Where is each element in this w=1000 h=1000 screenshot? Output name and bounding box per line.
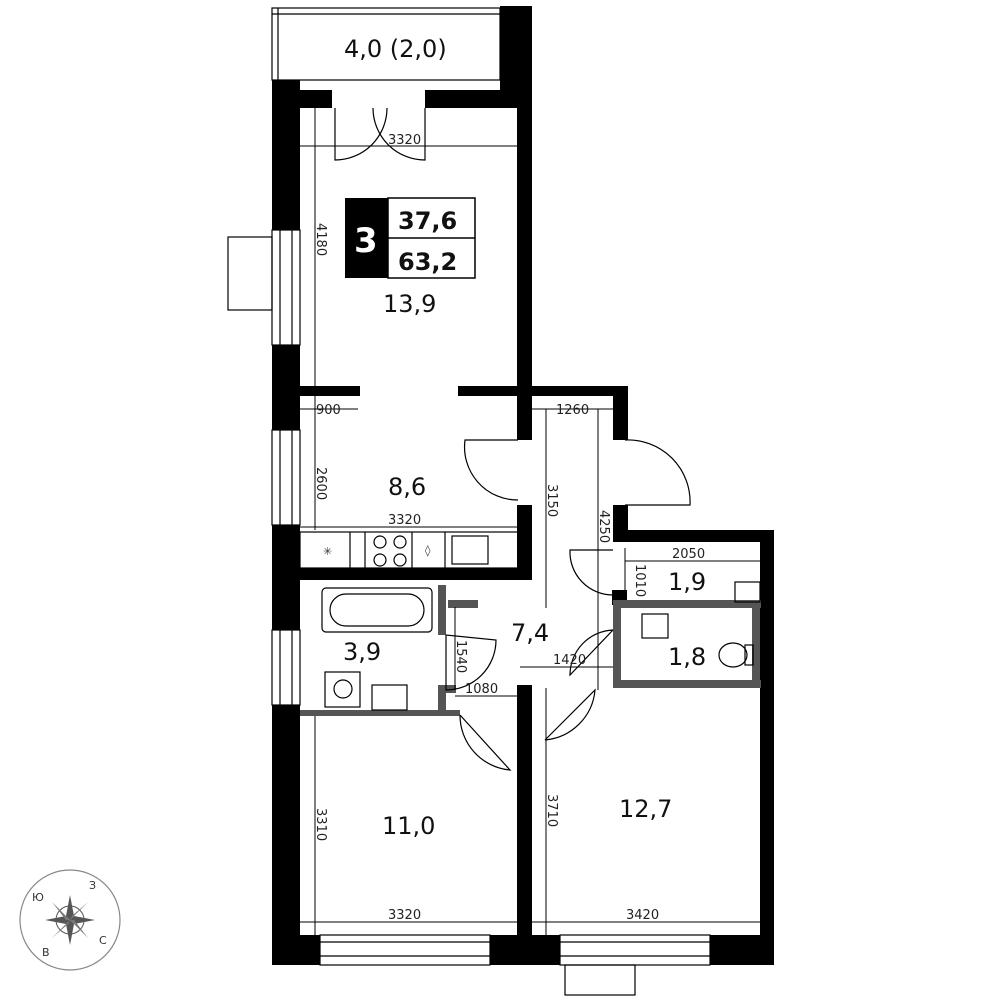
compass-west: В (42, 946, 50, 959)
doors (334, 107, 691, 771)
area-bedroom-left: 11,0 (382, 812, 435, 840)
area-bathroom: 3,9 (343, 638, 381, 666)
dim-kitchen-width: 3320 (388, 513, 421, 528)
area-closet: 1,9 (668, 568, 706, 596)
kitchen-counter: ✳ ◊ (299, 531, 519, 569)
dim-hall-length: 3150 (544, 484, 559, 517)
dim-kitchen-door-offset: 900 (316, 403, 341, 418)
dim-bath-height: 1540 (453, 640, 468, 673)
windows (227, 229, 711, 996)
balcony (271, 6, 532, 106)
dim-closet-height: 1010 (632, 564, 647, 597)
badge-living-area: 37,6 (398, 207, 457, 235)
svg-text:✳: ✳ (323, 545, 332, 558)
compass-north: Ю (32, 891, 44, 904)
bathroom-fixtures (321, 587, 754, 711)
area-kitchen: 8,6 (388, 473, 426, 501)
dim-bath-door-width: 1080 (465, 682, 498, 697)
dimension-lines (300, 108, 760, 935)
badge-room-count: 3 (354, 221, 378, 261)
partition-walls (300, 581, 761, 716)
dim-bedroom-left-height: 3310 (313, 808, 328, 841)
apartment-badge: 3 37,6 63,2 (345, 197, 476, 279)
svg-text:◊: ◊ (425, 544, 431, 557)
dim-closet-width: 2050 (672, 547, 705, 562)
dim-corridor-length: 4250 (596, 510, 611, 543)
area-balcony: 4,0 (2,0) (344, 35, 447, 63)
dim-kitchen-height: 2600 (313, 467, 328, 500)
area-living: 13,9 (383, 290, 436, 318)
dim-living-width: 3320 (388, 133, 421, 148)
compass-east: З (89, 879, 96, 892)
exterior-walls (272, 80, 774, 965)
area-bedroom-right: 12,7 (619, 795, 672, 823)
compass-icon: Ю З С В (19, 869, 121, 971)
dim-hall-width: 1260 (556, 403, 589, 418)
dim-living-height: 4180 (313, 223, 328, 256)
badge-total-area: 63,2 (398, 248, 457, 276)
area-hall: 7,4 (511, 619, 549, 647)
compass-south: С (99, 934, 107, 947)
dim-bedroom-right-width: 3420 (626, 908, 659, 923)
dim-bedroom-left-width: 3320 (388, 908, 421, 923)
dim-hall-lower-width: 1420 (553, 653, 586, 668)
dim-bedroom-right-height: 3710 (544, 794, 559, 827)
area-toilet: 1,8 (668, 643, 706, 671)
